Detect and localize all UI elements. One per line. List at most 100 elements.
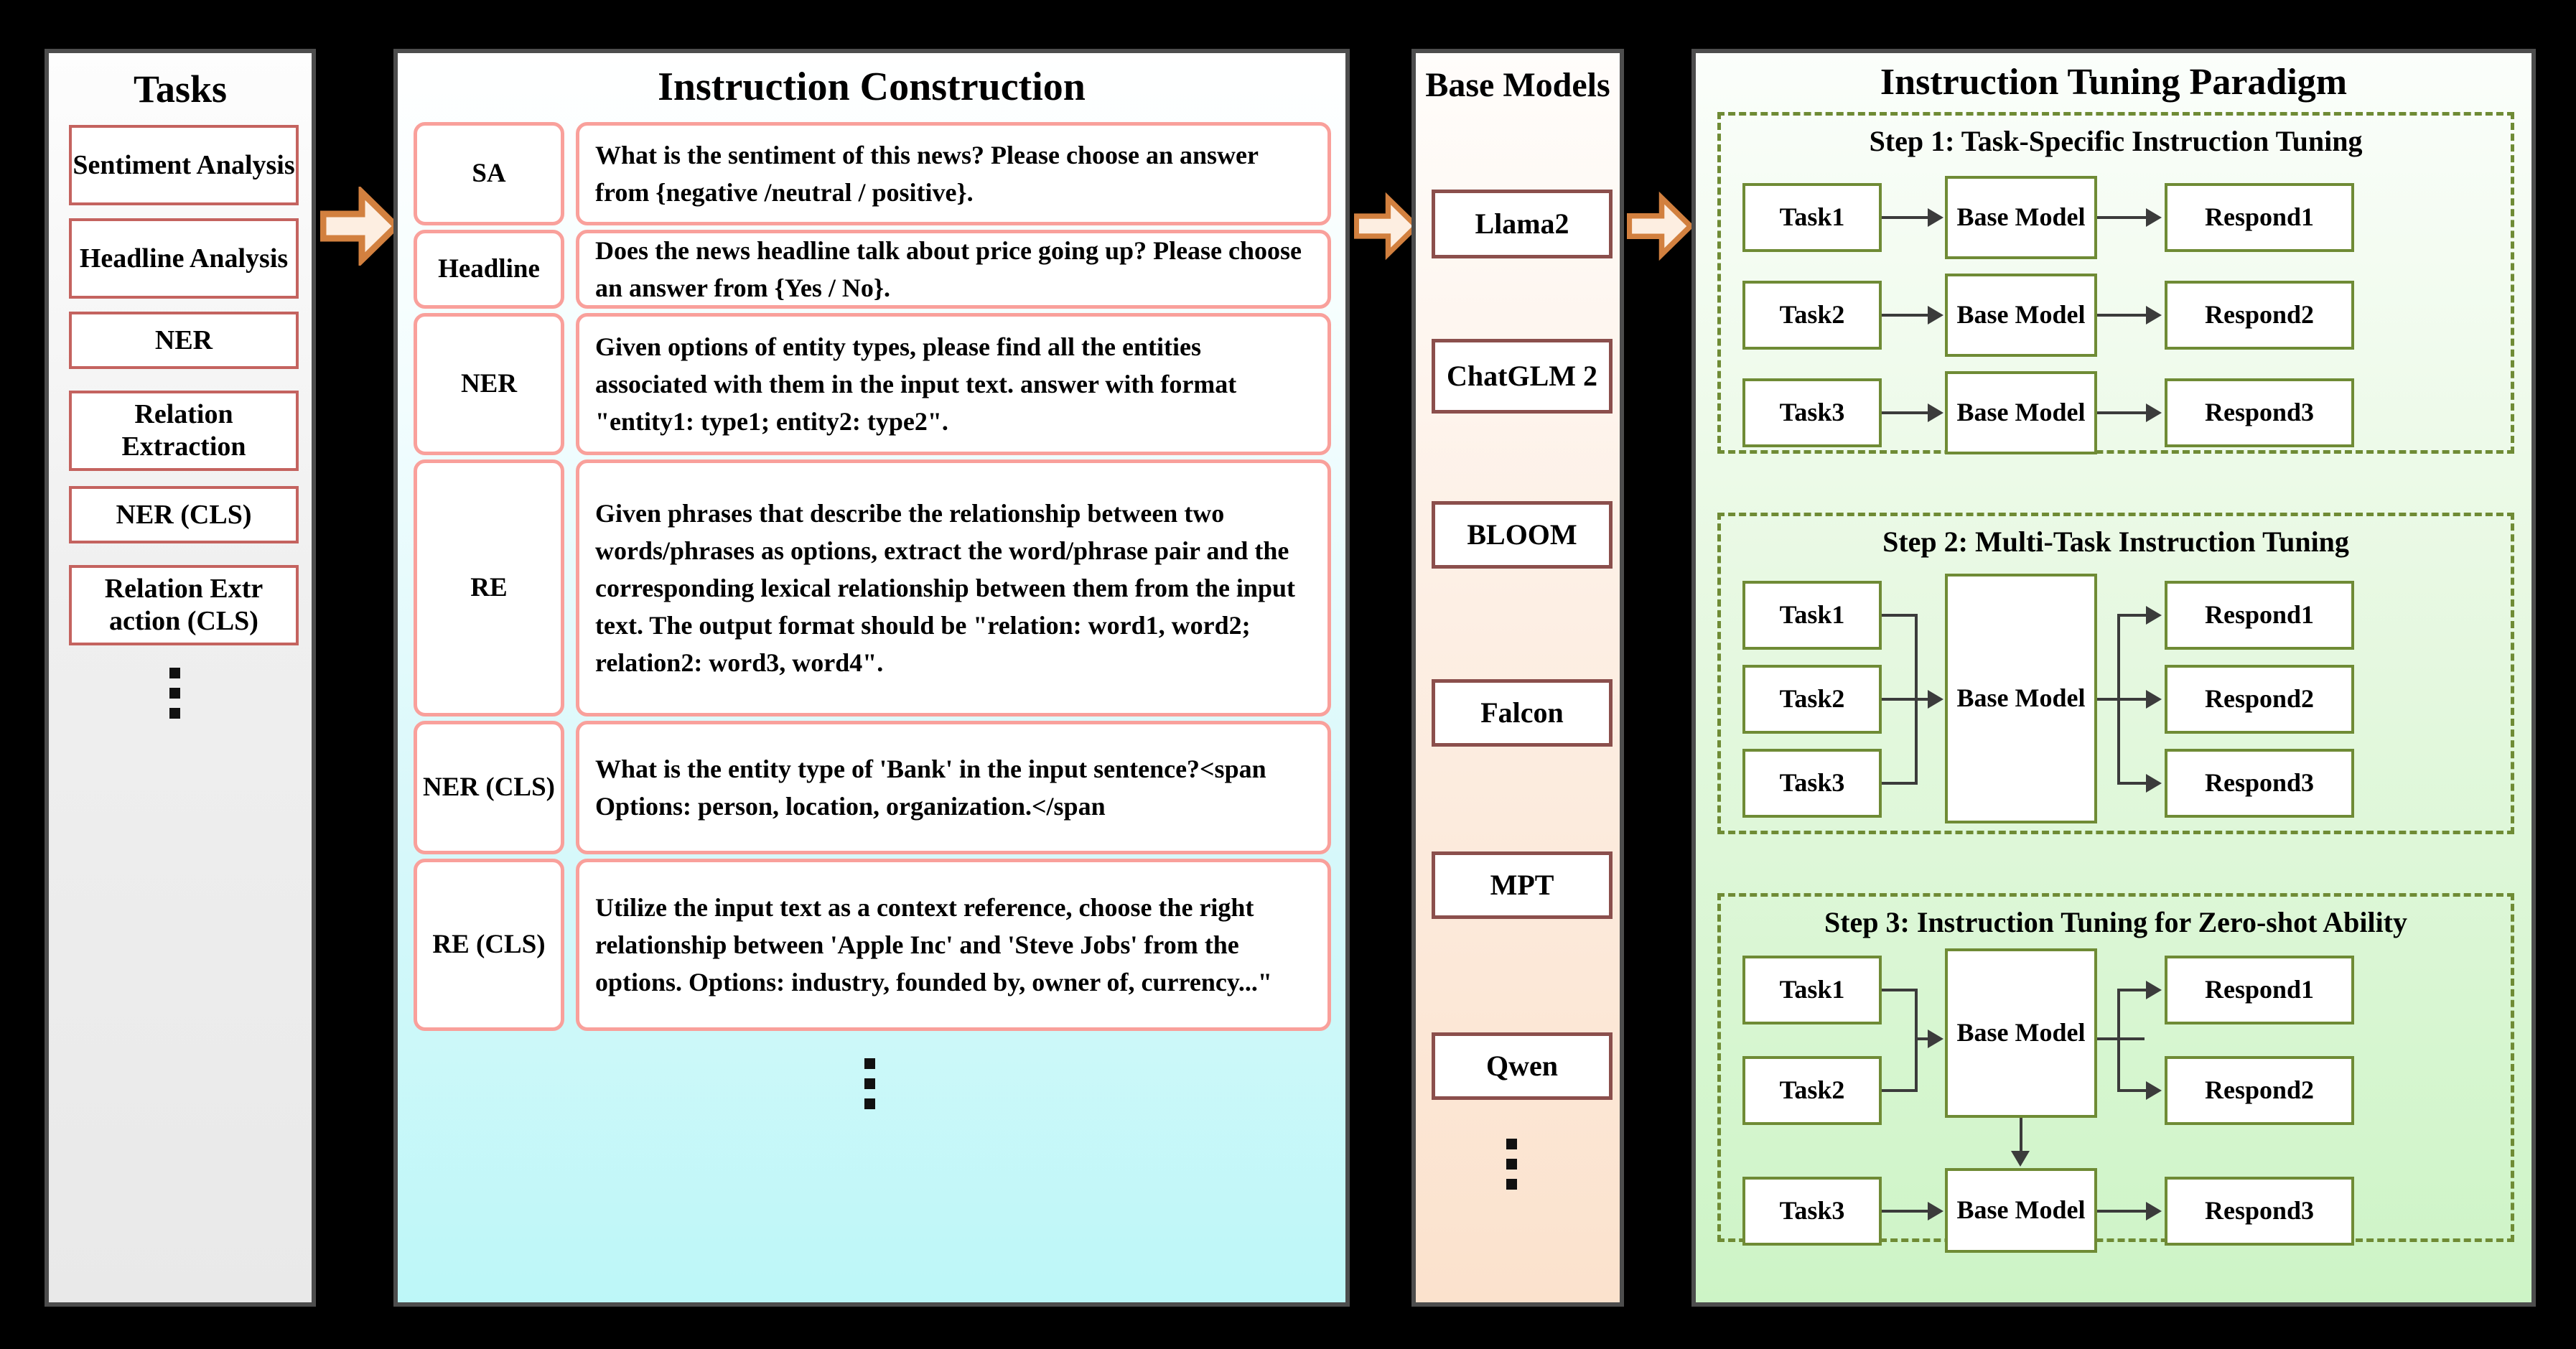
tasks-title: Tasks	[133, 67, 228, 111]
instruction-row-ner: NER Given options of entity types, pleas…	[398, 313, 1345, 455]
step1-model2-node[interactable]: Base Model	[1945, 274, 2097, 357]
step1-edge-model1-respond1	[2097, 216, 2147, 219]
model-item-llama2[interactable]: Llama2	[1432, 190, 1613, 258]
step1-task2-node[interactable]: Task2	[1742, 281, 1882, 350]
step2-edge-task1-stub	[1882, 614, 1918, 617]
instruction-tag-ner[interactable]: NER	[414, 313, 564, 455]
step3-edge-to-respond1	[2117, 989, 2147, 991]
arrow-tasks-to-instruction-icon	[319, 185, 401, 269]
step3-task1-node[interactable]: Task1	[1742, 956, 1882, 1024]
step3-edge-model1-split	[2097, 1037, 2145, 1040]
model-item-falcon[interactable]: Falcon	[1432, 679, 1613, 747]
step3-edge-task1-stub	[1882, 989, 1918, 991]
step2-respond2-node[interactable]: Respond2	[2165, 665, 2354, 734]
step3-task2-node[interactable]: Task2	[1742, 1056, 1882, 1125]
model-item-mpt[interactable]: MPT	[1432, 851, 1613, 919]
step3-title: Step 3: Instruction Tuning for Zero-shot…	[1824, 906, 2407, 938]
base-models-ellipsis-icon	[1506, 1139, 1517, 1190]
step3-arrowhead-model1-to-model2-icon	[2011, 1151, 2030, 1167]
instruction-row-re-cls: RE (CLS) Utilize the input text as a con…	[398, 859, 1345, 1031]
instruction-ellipsis-icon	[864, 1058, 875, 1109]
instruction-row-headline: Headline Does the news headline talk abo…	[398, 230, 1345, 309]
task-item-relation-extraction-cls[interactable]: Relation Extr action (CLS)	[69, 565, 299, 645]
step3-model1-node[interactable]: Base Model	[1945, 948, 2097, 1118]
step2-respond1-node[interactable]: Respond1	[2165, 581, 2354, 650]
step3-respond3-node[interactable]: Respond3	[2165, 1177, 2354, 1246]
instruction-text-sa-box[interactable]: What is the sentiment of this news? Plea…	[576, 122, 1331, 225]
step2-edge-to-respond2	[2117, 698, 2147, 701]
step3-edge-merge-bus	[1915, 989, 1918, 1092]
step1-respond3-node[interactable]: Respond3	[2165, 378, 2354, 447]
instruction-row-re: RE Given phrases that describe the relat…	[398, 459, 1345, 716]
step3-arrowhead-respond2-icon	[2146, 1081, 2162, 1100]
instruction-tag-headline[interactable]: Headline	[414, 230, 564, 309]
task-item-ner-cls[interactable]: NER (CLS)	[69, 486, 299, 543]
tasks-panel: Tasks Sentiment Analysis Headline Analys…	[45, 49, 316, 1307]
step2-task3-node[interactable]: Task3	[1742, 749, 1882, 818]
instruction-tag-ner-cls[interactable]: NER (CLS)	[414, 721, 564, 854]
instruction-tag-re-cls[interactable]: RE (CLS)	[414, 859, 564, 1031]
step3-arrowhead-to-model1-icon	[1928, 1030, 1943, 1048]
step1-respond1-node[interactable]: Respond1	[2165, 183, 2354, 252]
step2-respond3-node[interactable]: Respond3	[2165, 749, 2354, 818]
step1-arrowhead-model2-respond2-icon	[2146, 306, 2162, 325]
step2-edge-merge-to-model	[1882, 698, 1929, 701]
instruction-tag-re[interactable]: RE	[414, 459, 564, 716]
step1-task1-node[interactable]: Task1	[1742, 183, 1882, 252]
step2-task2-node[interactable]: Task2	[1742, 665, 1882, 734]
instruction-text-ner-cls: What is the entity type of 'Bank' in the…	[595, 754, 1266, 821]
task-item-ner[interactable]: NER	[69, 312, 299, 369]
step1-edge-model3-respond3	[2097, 411, 2147, 414]
instruction-text-ner: Given options of entity types, please fi…	[595, 332, 1237, 437]
step1-model1-node[interactable]: Base Model	[1945, 176, 2097, 259]
task-item-relation-extraction[interactable]: Relation Extraction	[69, 391, 299, 471]
step3-arrowhead-respond1-icon	[2146, 981, 2162, 999]
step1-arrowhead-task2-model2-icon	[1928, 306, 1943, 325]
step3-edge-model2-respond3	[2097, 1210, 2147, 1213]
instruction-text-re-cls-box[interactable]: Utilize the input text as a context refe…	[576, 859, 1331, 1031]
arrow-instruction-to-models-icon	[1353, 187, 1420, 269]
instruction-text-headline-box[interactable]: Does the news headline talk about price …	[576, 230, 1331, 309]
instruction-text-re-box[interactable]: Given phrases that describe the relation…	[576, 459, 1331, 716]
model-item-qwen[interactable]: Qwen	[1432, 1032, 1613, 1100]
step2-arrowhead-respond3-icon	[2146, 774, 2162, 793]
step3-edge-model1-to-model2	[2020, 1118, 2022, 1152]
tasks-ellipsis-icon	[169, 668, 180, 719]
base-models-panel: Base Models Llama2 ChatGLM 2 BLOOM Falco…	[1411, 49, 1624, 1307]
step2-task1-node[interactable]: Task1	[1742, 581, 1882, 650]
step2-arrowhead-respond1-icon	[2146, 606, 2162, 625]
step2-edge-task3-stub	[1882, 782, 1918, 785]
instruction-text-sa: What is the sentiment of this news? Plea…	[595, 140, 1259, 207]
paradigm-title: Instruction Tuning Paradigm	[1880, 62, 2348, 103]
instruction-text-ner-box[interactable]: Given options of entity types, please fi…	[576, 313, 1331, 455]
step3-edge-task2-stub	[1882, 1089, 1918, 1092]
task-item-headline-analysis[interactable]: Headline Analysis	[69, 218, 299, 299]
base-models-title: Base Models	[1425, 66, 1610, 104]
instruction-text-ner-cls-box[interactable]: What is the entity type of 'Bank' in the…	[576, 721, 1331, 854]
step2-arrowhead-respond2-icon	[2146, 690, 2162, 709]
step3-respond2-node[interactable]: Respond2	[2165, 1056, 2354, 1125]
instruction-tag-sa[interactable]: SA	[414, 122, 564, 225]
instruction-construction-panel: Instruction Construction SA What is the …	[393, 49, 1350, 1307]
step3-edge-to-respond2	[2117, 1089, 2147, 1092]
step1-title: Step 1: Task-Specific Instruction Tuning	[1869, 125, 2363, 157]
model-item-chatglm2[interactable]: ChatGLM 2	[1432, 339, 1613, 414]
model-item-bloom[interactable]: BLOOM	[1432, 501, 1613, 569]
step3-arrowhead-task3-model2-icon	[1928, 1202, 1943, 1220]
step3-task3-node[interactable]: Task3	[1742, 1177, 1882, 1246]
step3-respond1-node[interactable]: Respond1	[2165, 956, 2354, 1024]
step1-task3-node[interactable]: Task3	[1742, 378, 1882, 447]
instruction-text-re: Given phrases that describe the relation…	[595, 498, 1295, 678]
task-item-sentiment-analysis[interactable]: Sentiment Analysis	[69, 125, 299, 205]
step1-respond2-node[interactable]: Respond2	[2165, 281, 2354, 350]
step1-model3-node[interactable]: Base Model	[1945, 371, 2097, 454]
step2-title: Step 2: Multi-Task Instruction Tuning	[1882, 526, 2349, 558]
step3-model2-node[interactable]: Base Model	[1945, 1168, 2097, 1253]
instruction-tuning-paradigm-panel: Instruction Tuning Paradigm Step 1: Task…	[1691, 49, 2536, 1307]
instruction-construction-title: Instruction Construction	[658, 65, 1086, 109]
instruction-row-ner-cls: NER (CLS) What is the entity type of 'Ba…	[398, 721, 1345, 854]
step2-edge-to-respond1	[2117, 614, 2147, 617]
step2-model-node[interactable]: Base Model	[1945, 574, 2097, 823]
step1-container: Step 1: Task-Specific Instruction Tuning…	[1717, 112, 2514, 454]
step3-edge-task3-model2	[1882, 1210, 1929, 1213]
